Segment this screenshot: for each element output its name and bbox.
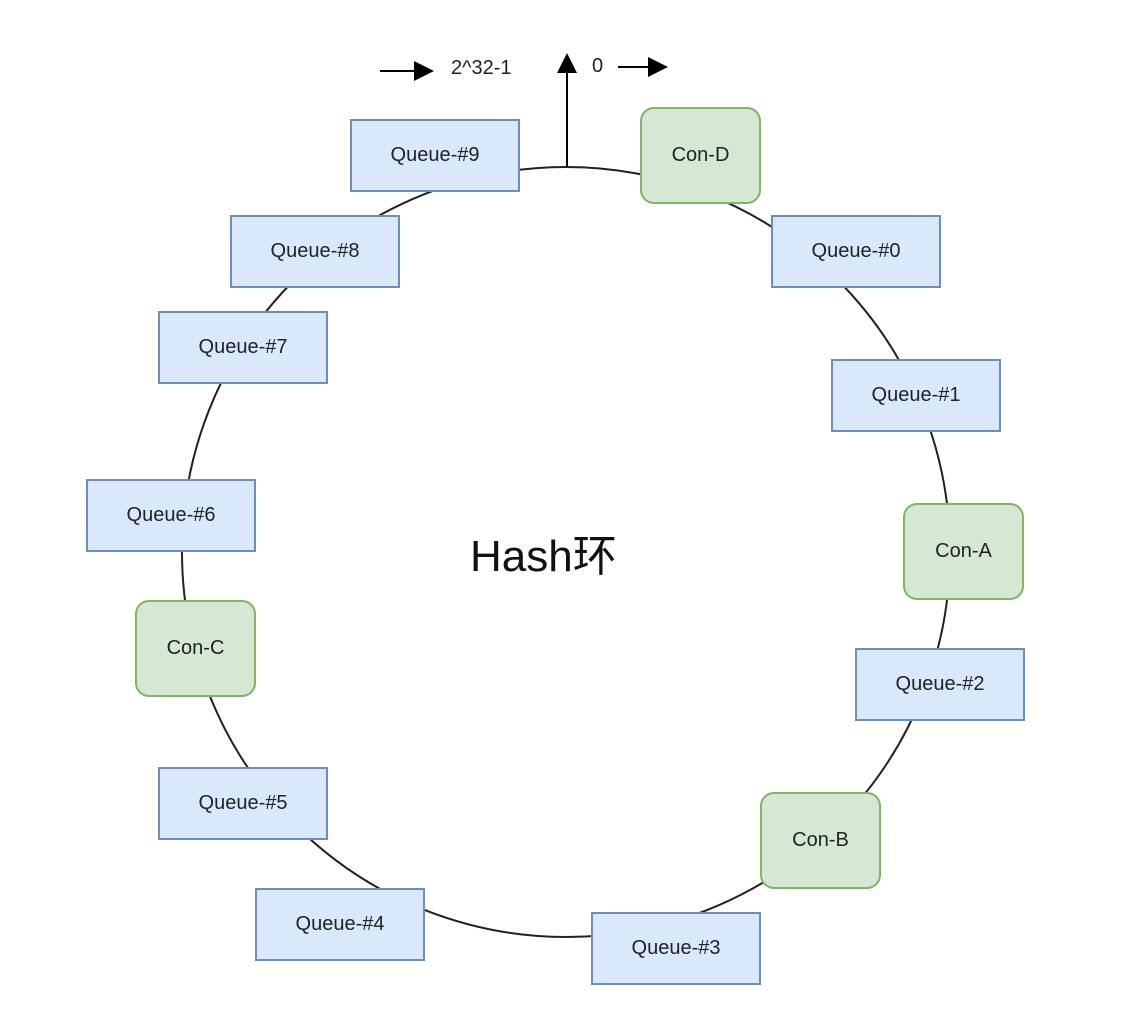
hash-ring-title: Hash环 xyxy=(470,532,617,581)
consumer-node[interactable]: Con-C xyxy=(135,600,256,697)
consumer-node[interactable]: Con-D xyxy=(640,107,761,204)
max-value-label: 2^32-1 xyxy=(451,57,512,79)
consumer-node[interactable]: Con-A xyxy=(903,503,1024,600)
queue-node[interactable]: Queue-#6 xyxy=(86,479,256,552)
queue-node[interactable]: Queue-#0 xyxy=(771,215,941,288)
queue-node[interactable]: Queue-#3 xyxy=(591,912,761,985)
consumer-node[interactable]: Con-B xyxy=(760,792,881,889)
zero-value-label: 0 xyxy=(592,55,604,77)
queue-node[interactable]: Queue-#1 xyxy=(831,359,1001,432)
queue-node[interactable]: Queue-#7 xyxy=(158,311,328,384)
queue-node[interactable]: Queue-#9 xyxy=(350,119,520,192)
queue-node[interactable]: Queue-#4 xyxy=(255,888,425,961)
queue-node[interactable]: Queue-#5 xyxy=(158,767,328,840)
queue-node[interactable]: Queue-#8 xyxy=(230,215,400,288)
queue-node[interactable]: Queue-#2 xyxy=(855,648,1025,721)
